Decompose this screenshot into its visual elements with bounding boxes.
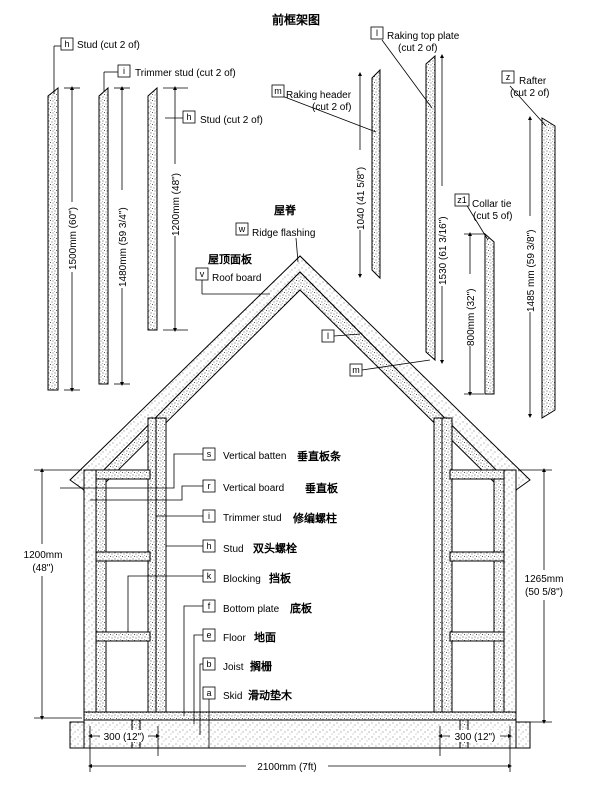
roof-board-cn: 屋顶面板 xyxy=(208,252,253,266)
tag-w-box xyxy=(235,222,249,236)
dim-left-1: 1200mm xyxy=(24,550,63,561)
legend-f-en: Bottom plate xyxy=(223,604,280,615)
part-collar-tie: 800mm (32") z1 Collar tie (cut 5 of) xyxy=(454,193,512,396)
legend-s-cn: 垂直板条 xyxy=(297,449,342,463)
tag-i-box xyxy=(117,64,131,78)
raking-header-label-1: Raking header xyxy=(286,90,352,101)
dim-bottom-right: 300 (12") xyxy=(455,732,496,743)
legend-r-tag: r xyxy=(208,481,211,491)
raking-header-label-2: (cut 2 of) xyxy=(312,102,351,113)
trimmer-dim: 1480mm (59 3/4") xyxy=(118,207,129,287)
tag-h-box xyxy=(60,37,74,51)
legend-h-en: Stud xyxy=(223,544,244,555)
stud-mid-label: Stud (cut 2 of) xyxy=(200,115,263,126)
tag-z: z xyxy=(506,72,511,82)
part-raking-top-plate: 1530 (61 3/16") l Raking top plate (cut … xyxy=(370,26,460,364)
dim-left-2: (48") xyxy=(32,563,53,574)
legend-h-tag: h xyxy=(206,541,211,551)
legend-b-en: Joist xyxy=(223,662,244,673)
collar-tie-label-1: Collar tie xyxy=(472,199,512,210)
tag-z1-box xyxy=(454,193,470,207)
part-trimmer-stud: 1480mm (59 3/4") i Trimmer stud (cut 2 o… xyxy=(98,64,236,386)
dimensions: 1200mm (48") 1265mm (50 5/8") 300 (12") … xyxy=(20,468,570,773)
tag-w: w xyxy=(238,224,246,234)
legend-e-tag: e xyxy=(206,630,211,640)
legend-b-cn: 搁栅 xyxy=(250,659,272,673)
tag-z1: z1 xyxy=(457,195,467,205)
legend-k-tag: k xyxy=(207,571,212,581)
collar-tie-dim: 800mm (32") xyxy=(466,289,477,346)
legend-e-en: Floor xyxy=(223,633,246,644)
house-frame xyxy=(69,255,531,749)
tag-h2: h xyxy=(186,112,191,122)
part-stud-1500: 1500mm (60") h Stud (cut 2 of) xyxy=(47,37,140,392)
collar-tie-label-2: (cut 5 of) xyxy=(473,211,512,222)
tag-v: v xyxy=(200,269,205,279)
legend-i-cn: 修编螺柱 xyxy=(292,511,337,525)
legend-a-cn: 滑动垫木 xyxy=(248,688,293,702)
ridge-label: Ridge flashing xyxy=(252,228,315,239)
part-stud-1200: 1200mm (48") h Stud (cut 2 of) xyxy=(147,86,263,332)
part-raking-header: 1040 (41 5/8") m Raking header (cut 2 of… xyxy=(271,68,381,280)
legend-i-tag: i xyxy=(208,511,210,521)
trimmer-label: Trimmer stud (cut 2 of) xyxy=(135,68,236,79)
legend-r-en: Vertical board xyxy=(223,483,284,494)
tag-z-box xyxy=(501,70,515,84)
tag-l2: l xyxy=(327,331,329,341)
roof-board-label: Roof board xyxy=(212,273,261,284)
legend-i-en: Trimmer stud xyxy=(223,513,282,524)
raking-header-dim: 1040 (41 5/8") xyxy=(356,167,367,230)
stud-1200-dim: 1200mm (48") xyxy=(171,173,182,236)
legend-e-cn: 地面 xyxy=(254,630,276,644)
legend-h-cn: 双头螺栓 xyxy=(253,541,297,555)
tag-m-box xyxy=(271,84,285,98)
legend-a-tag: a xyxy=(206,688,211,698)
legend-k-cn: 挡板 xyxy=(269,571,292,585)
legend-k-en: Blocking xyxy=(223,574,261,585)
legend-r-cn: 垂直板 xyxy=(305,481,339,495)
legend-b-tag: b xyxy=(206,659,211,669)
part-rafter: 1485 mm (59 3/8") z Rafter (cut 2 of) xyxy=(501,70,556,419)
dim-right-2: (50 5/8") xyxy=(525,587,563,598)
raking-top-plate-label-1: Raking top plate xyxy=(387,31,460,42)
diagram-title: 前框架图 xyxy=(272,12,320,27)
tag-l-box xyxy=(370,26,384,40)
roof-labels: 屋脊 w Ridge flashing 屋顶面板 v Roof board l … xyxy=(195,203,431,377)
dim-total: 2100mm (7ft) xyxy=(257,762,316,773)
rafter-label-1: Rafter xyxy=(519,76,547,87)
legend-a-en: Skid xyxy=(223,691,242,702)
dim-bottom-left: 300 (12") xyxy=(104,732,145,743)
legend-s-en: Vertical batten xyxy=(223,451,286,462)
legend-f-cn: 底板 xyxy=(290,601,313,615)
stud-1500-dim: 1500mm (60") xyxy=(68,207,79,270)
rafter-dim: 1485 mm (59 3/8") xyxy=(526,230,537,312)
legend-f-tag: f xyxy=(208,601,211,611)
tag-h2-box xyxy=(182,110,196,124)
raking-top-plate-dim: 1530 (61 3/16") xyxy=(438,216,449,285)
tag-m2: m xyxy=(352,365,360,375)
tag-h: h xyxy=(64,39,69,49)
stud-label: Stud (cut 2 of) xyxy=(77,40,140,51)
raking-top-plate-label-2: (cut 2 of) xyxy=(398,43,437,54)
tag-i: i xyxy=(123,66,125,76)
legend-s-tag: s xyxy=(207,449,212,459)
dim-right-1: 1265mm xyxy=(525,574,564,585)
rafter-label-2: (cut 2 of) xyxy=(510,88,549,99)
tag-m: m xyxy=(274,86,282,96)
ridge-cn: 屋脊 xyxy=(274,203,297,217)
legend: s Vertical batten 垂直板条 r Vertical board … xyxy=(60,447,342,748)
tag-l: l xyxy=(376,28,378,38)
